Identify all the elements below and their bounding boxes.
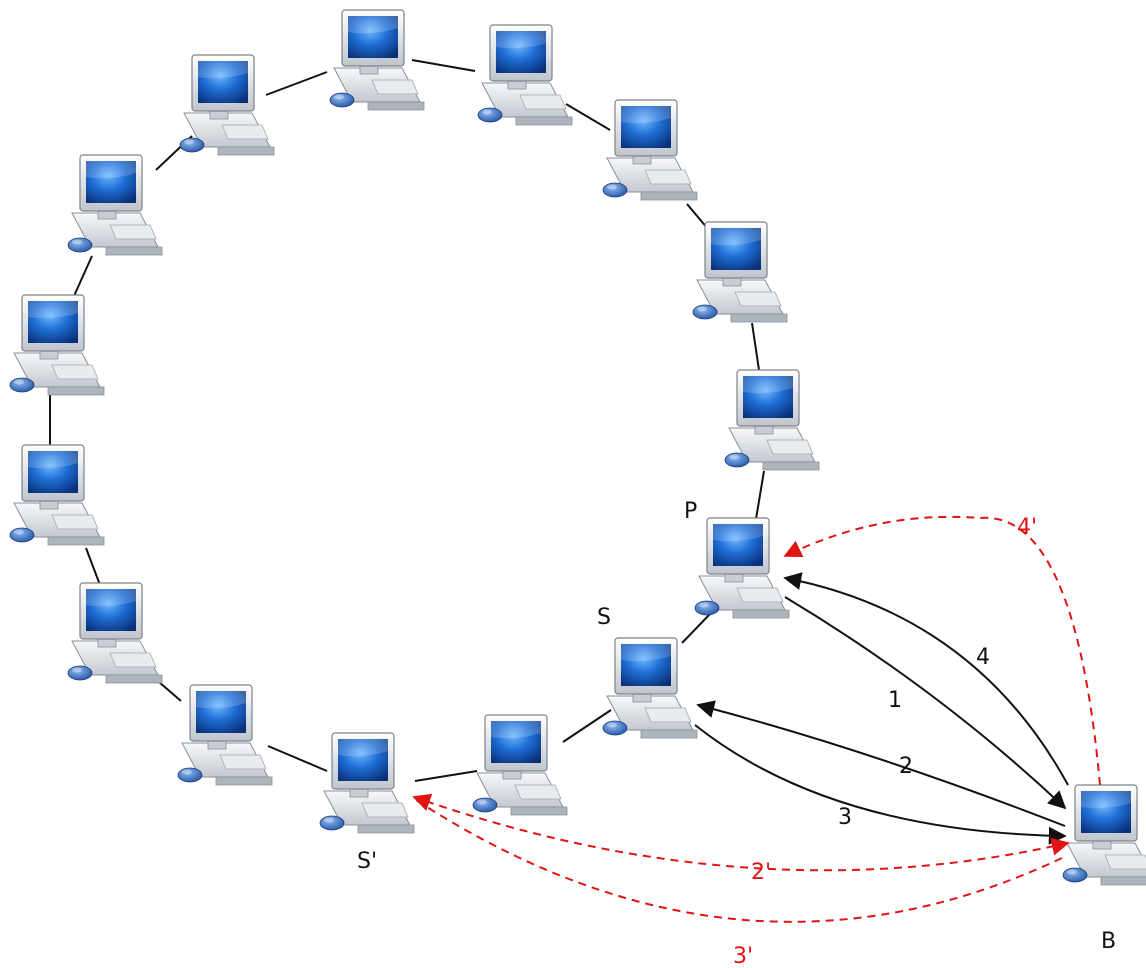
node-label-b: B: [1101, 929, 1116, 954]
desktop-computer-icon: [694, 517, 790, 619]
ring-link: [681, 613, 711, 644]
desktop-computer-icon: [177, 684, 273, 786]
arrow-3-prime: [415, 799, 1063, 923]
arrow-1: [784, 596, 1067, 810]
ring-link: [414, 770, 478, 782]
ring-link: [267, 745, 328, 772]
desktop-computer-icon: [477, 24, 573, 126]
dashed-arrows: [412, 515, 1101, 923]
node-label-p: P: [684, 499, 697, 524]
desktop-computer-icon: [319, 732, 415, 834]
ring-link: [411, 59, 476, 72]
edge-label-2-prime: 2': [751, 860, 771, 885]
arrow-4: [783, 572, 1069, 786]
desktop-computer-icon: [67, 154, 163, 256]
ring-link: [565, 103, 611, 131]
ring-link: [755, 470, 765, 520]
desktop-computer-icon: [9, 444, 105, 546]
ring-computers: [9, 9, 1146, 886]
node-label-s: S: [597, 605, 611, 630]
desktop-computer-icon: [67, 582, 163, 684]
desktop-computer-icon: [602, 637, 698, 739]
desktop-computer-icon: [602, 99, 698, 201]
desktop-computer-icon: [9, 294, 105, 396]
edge-label-4-prime: 4': [1017, 515, 1037, 540]
ring-link: [751, 322, 760, 371]
node-label-s-prime: S': [357, 849, 377, 874]
ring-link: [73, 255, 93, 297]
desktop-computer-icon: [329, 9, 425, 111]
ring-link: [85, 547, 101, 586]
edge-label-1: 1: [888, 688, 902, 713]
edge-label-3: 3: [838, 805, 852, 830]
desktop-computer-icon: [472, 714, 568, 816]
arrow-2: [696, 700, 1066, 827]
ring-link: [265, 71, 328, 96]
edge-label-3-prime: 3': [733, 944, 753, 968]
ring-link: [562, 709, 612, 743]
desktop-computer-icon: [179, 54, 275, 156]
arrow-4-prime: [783, 515, 1101, 786]
arrow-3: [694, 724, 1067, 845]
arrow-2-prime: [412, 793, 1070, 872]
desktop-computer-icon: [1062, 784, 1146, 886]
desktop-computer-icon: [724, 369, 820, 471]
desktop-computer-icon: [692, 221, 788, 323]
ring-links: [49, 59, 765, 782]
edge-label-4: 4: [976, 645, 990, 670]
edge-label-2: 2: [899, 754, 913, 779]
